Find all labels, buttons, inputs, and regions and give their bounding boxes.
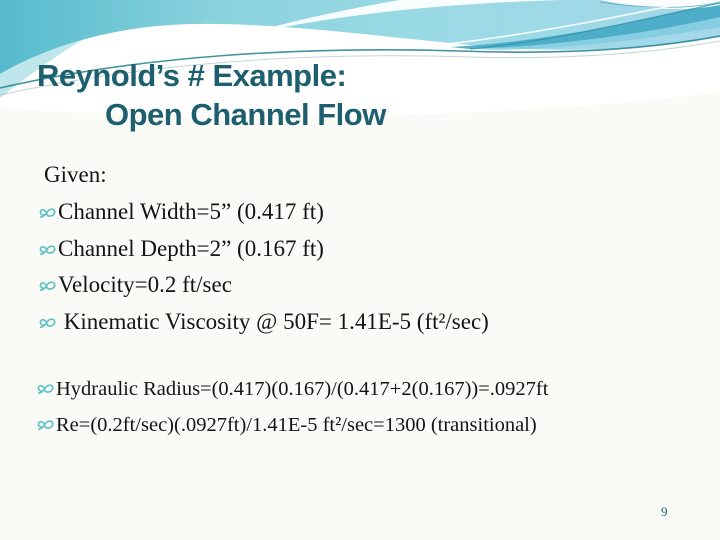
swirl-bullet-icon <box>37 384 54 394</box>
swirl-bullet-icon <box>37 419 54 430</box>
bullet-text: Hydraulic Radius=(0.417)(0.167)/(0.417+2… <box>56 378 549 400</box>
bullet-item: Re=(0.2ft/sec)(.0927ft)/1.41E-5 ft²/sec=… <box>36 408 548 444</box>
body-text-given-block: Given: Channel Width=5” (0.417 ft) <box>38 156 489 340</box>
body-text-calc-block: Hydraulic Radius=(0.417)(0.167)/(0.417+2… <box>36 372 548 443</box>
swirl-bullet-icon <box>39 208 56 218</box>
bullet-item: Velocity=0.2 ft/sec <box>38 267 489 304</box>
dark-ribbon <box>450 2 720 49</box>
page-number: 9 <box>661 504 668 519</box>
bullet-item: Channel Depth=2” (0.167 ft) <box>38 231 489 268</box>
bullet-text: Channel Depth=2” (0.167 ft) <box>58 235 324 261</box>
slide-title-line2: Open Channel Flow <box>105 97 386 132</box>
header-wave-decoration <box>0 0 720 117</box>
mid-ribbon <box>470 17 720 50</box>
pale-sliver <box>0 40 82 98</box>
bullet-text: Velocity=0.2 ft/sec <box>58 272 232 298</box>
bullet-text: Kinematic Viscosity @ 50F= 1.41E-5 (ft²/… <box>58 308 489 334</box>
slide-title: Reynold’s # Example: Open Channel Flow <box>37 56 386 134</box>
given-label: Given: <box>44 162 107 187</box>
cyan-band <box>0 0 720 74</box>
white-ribbon <box>240 0 560 36</box>
swirl-bullet-icon <box>39 245 56 255</box>
bullet-item: Hydraulic Radius=(0.417)(0.167)/(0.417+2… <box>36 372 548 408</box>
bullet-text: Channel Width=5” (0.417 ft) <box>58 199 324 224</box>
white-swoosh <box>0 23 720 117</box>
bullet-text: Re=(0.2ft/sec)(.0927ft)/1.41E-5 ft²/sec=… <box>56 413 537 436</box>
bullet-item: Kinematic Viscosity @ 50F= 1.41E-5 (ft²/… <box>38 304 489 341</box>
swirl-bullet-icon <box>39 318 56 328</box>
bullet-item: Channel Width=5” (0.417 ft) <box>38 194 489 231</box>
bullet-list-calculations: Hydraulic Radius=(0.417)(0.167)/(0.417+2… <box>36 372 548 443</box>
swirl-bullet-icon <box>39 281 56 292</box>
slide-title-line1: Reynold’s # Example: <box>37 58 347 93</box>
bullet-list-given: Channel Width=5” (0.417 ft) Channel Dept… <box>38 194 489 340</box>
